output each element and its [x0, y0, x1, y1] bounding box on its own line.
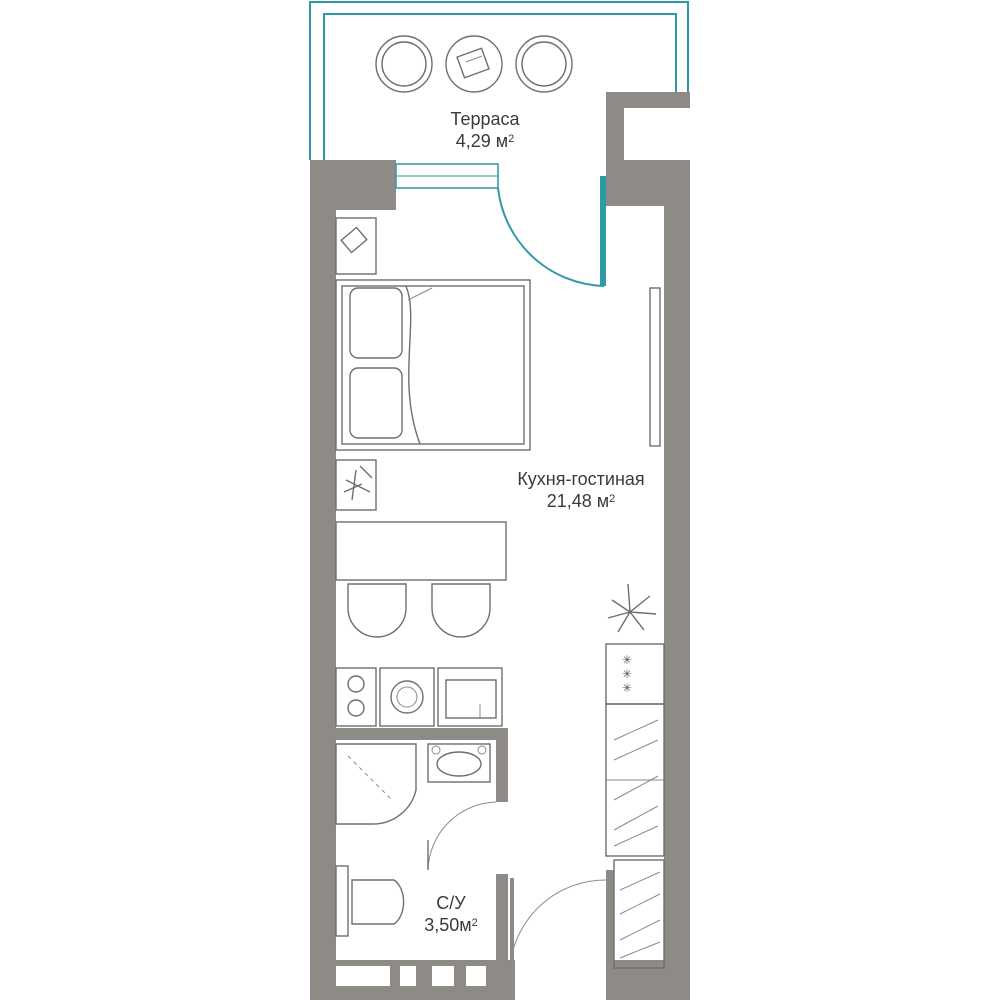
bathroom-area: 3,50м2	[424, 915, 478, 935]
terrace-table	[445, 35, 503, 93]
dining-table	[335, 521, 507, 581]
wardrobe	[613, 859, 665, 969]
entry-door	[509, 878, 607, 967]
toilet	[335, 865, 405, 937]
walls	[310, 92, 690, 1000]
terrace-railing	[309, 1, 689, 160]
bathroom-sink	[427, 743, 491, 783]
terrace-chair-right	[515, 35, 573, 93]
svg-text:✳: ✳	[622, 681, 632, 695]
boiler	[335, 667, 377, 727]
entry-jamb	[606, 870, 614, 970]
terrace-label: Терраса 4,29 м2	[420, 108, 550, 152]
shower	[335, 743, 417, 825]
svg-text:✳: ✳	[622, 667, 632, 681]
left-wall	[310, 160, 336, 995]
dining-chair-left	[347, 583, 407, 638]
nightstand	[335, 217, 377, 275]
terrace-door	[395, 163, 606, 287]
right-wall-top	[606, 92, 690, 108]
living-area: 21,48 м2	[546, 491, 616, 511]
living-name: Кухня-гостиная	[517, 469, 645, 489]
bathroom-wall-top	[336, 728, 506, 740]
dining-chair-right	[431, 583, 491, 638]
right-wall	[664, 160, 690, 995]
bottom-wall-right	[606, 960, 690, 1000]
bottom-windows	[336, 966, 486, 986]
bed	[335, 279, 531, 451]
bathroom-door	[427, 801, 497, 871]
plant-right	[607, 583, 657, 633]
tv	[649, 287, 661, 447]
bathroom-label: С/У 3,50м2	[406, 892, 496, 936]
washing-machine	[379, 667, 435, 727]
kitchen-cabinets	[605, 703, 665, 857]
bathroom-wall-right-lower	[496, 874, 508, 964]
kitchen-sink	[437, 667, 503, 727]
stove: ✳ ✳ ✳	[605, 643, 665, 705]
terrace-area: 4,29 м2	[455, 131, 515, 151]
bathroom-wall-right	[496, 728, 508, 802]
bathroom-name: С/У	[436, 893, 466, 913]
plant-left	[335, 459, 377, 511]
top-wall-left	[310, 160, 396, 210]
terrace-chair-left	[375, 35, 433, 93]
svg-text:✳: ✳	[622, 653, 632, 667]
terrace-name: Терраса	[450, 109, 520, 129]
living-label: Кухня-гостиная 21,48 м2	[496, 468, 666, 512]
